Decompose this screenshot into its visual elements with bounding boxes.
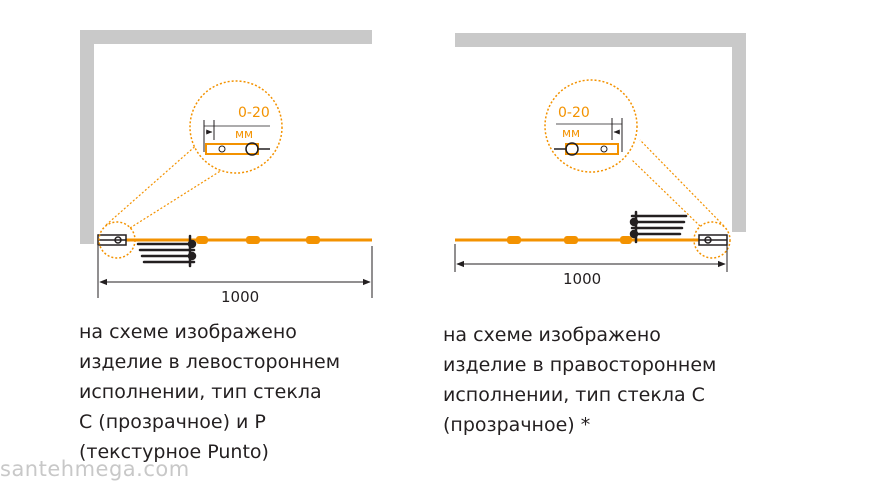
caption-line: изделие в левостороннем: [79, 351, 341, 373]
right-wall-fixing: [698, 234, 728, 246]
left-roller: [306, 236, 320, 244]
left-width-label: 1000: [221, 288, 259, 306]
left-scheme: 0-20 мм 1000: [80, 30, 373, 306]
caption-line: изделие в правостороннем: [443, 354, 717, 376]
caption-line: исполнении, тип стекла С: [443, 384, 705, 406]
right-gap-label: 0-20: [558, 105, 590, 121]
right-roller: [564, 236, 578, 244]
left-callout-small: [98, 221, 136, 259]
right-callout-leader: [639, 139, 725, 227]
left-roller: [246, 236, 260, 244]
left-dimension: 1000: [97, 246, 373, 306]
right-gap-unit: мм: [562, 126, 580, 140]
left-gap-unit: мм: [235, 127, 253, 141]
right-roller: [507, 236, 521, 244]
right-door-panels: [629, 210, 688, 244]
right-callout-detail: 0-20 мм: [544, 79, 638, 173]
right-roller: [620, 236, 632, 244]
left-callout-detail: 0-20 мм: [189, 80, 283, 174]
left-callout-leader: [129, 169, 223, 229]
caption-line: С (прозрачное) и Р: [79, 411, 266, 433]
left-callout-leader: [105, 141, 201, 226]
left-door-panels: [136, 234, 197, 268]
left-gap-label: 0-20: [238, 105, 270, 121]
right-width-label: 1000: [563, 270, 601, 288]
left-wall-fixing: [97, 234, 127, 246]
right-scheme: 0-20 мм 1000: [454, 33, 746, 288]
right-caption: на схеме изображено изделие в правосторо…: [443, 320, 716, 440]
left-roller: [196, 236, 208, 244]
right-dimension: 1000: [454, 244, 728, 288]
right-callout-small: [693, 221, 731, 259]
caption-line: на схеме изображено: [79, 321, 297, 343]
caption-line: (прозрачное) *: [443, 414, 591, 436]
caption-line: исполнении, тип стекла: [79, 381, 322, 403]
caption-line: (текстурное Punto): [79, 441, 269, 463]
left-caption: на схеме изображено изделие в левосторон…: [79, 317, 340, 467]
caption-line: на схеме изображено: [443, 324, 661, 346]
watermark: santehmega.com: [0, 457, 190, 481]
